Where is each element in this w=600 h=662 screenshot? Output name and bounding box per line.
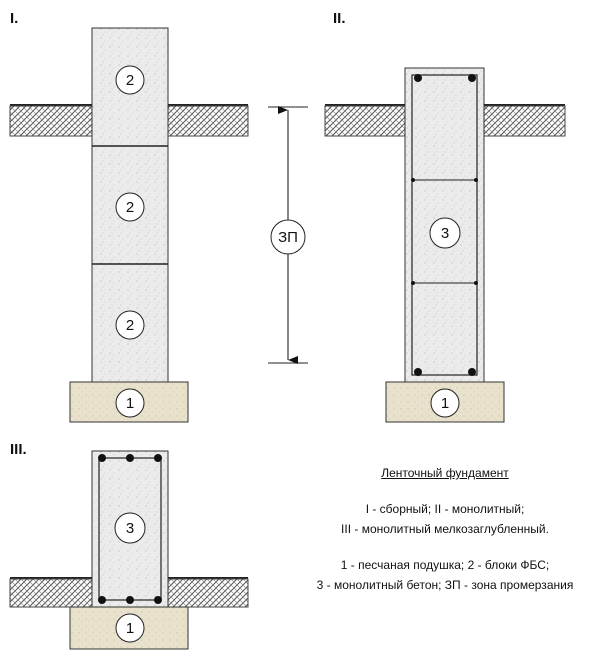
marker-fbs-block-3: 2 — [115, 310, 145, 340]
section-two-rebar — [411, 74, 478, 376]
frost-zone-dimension — [268, 106, 308, 364]
svg-text:2: 2 — [126, 199, 134, 216]
marker-sand-cushion-3: 1 — [115, 613, 145, 643]
svg-text:2: 2 — [126, 72, 134, 89]
svg-text:3: 3 — [126, 520, 134, 537]
section-label-one: I. — [10, 10, 18, 27]
svg-text:ЗП: ЗП — [278, 229, 298, 246]
legend-title: Ленточный фундамент — [381, 466, 509, 480]
marker-fbs-block-1: 2 — [115, 65, 145, 95]
svg-text:1: 1 — [126, 620, 134, 637]
section-label-two: II. — [333, 10, 346, 27]
section-three-rebar — [98, 454, 162, 604]
marker-sand-cushion-1: 1 — [115, 388, 145, 418]
section-two-ground — [324, 104, 566, 137]
section-one-ground — [9, 104, 249, 137]
section-label-three: III. — [10, 441, 27, 458]
svg-text:1: 1 — [126, 395, 134, 412]
svg-text:2: 2 — [126, 317, 134, 334]
legend-parts-line-2: 3 - монолитный бетон; ЗП - зона промерза… — [316, 578, 574, 592]
marker-fbs-block-2: 2 — [115, 192, 145, 222]
marker-monolithic-concrete-1: 3 — [429, 217, 461, 249]
marker-sand-cushion-2: 1 — [430, 388, 460, 418]
legend-parts-line-1: 1 - песчаная подушка; 2 - блоки ФБС; — [340, 558, 550, 572]
svg-text:1: 1 — [441, 395, 449, 412]
marker-monolithic-concrete-2: 3 — [114, 512, 146, 544]
legend-types-line-1: I - сборный; II - монолитный; — [365, 502, 525, 516]
svg-text:3: 3 — [441, 225, 449, 242]
marker-frost-zone: ЗП — [270, 219, 306, 255]
legend-types-line-2: III - монолитный мелкозаглубленный. — [341, 522, 549, 536]
section-three-ground — [9, 577, 249, 608]
